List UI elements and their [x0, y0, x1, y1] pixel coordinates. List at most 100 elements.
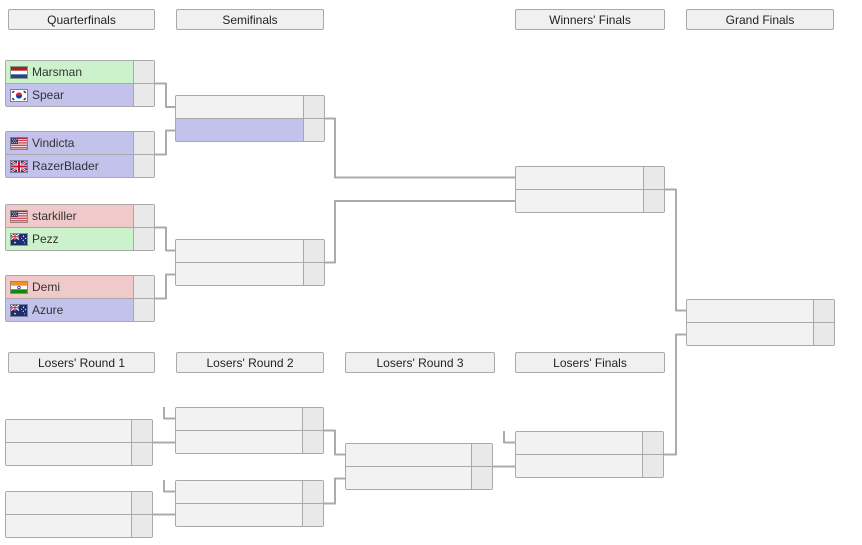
slot-empty [516, 454, 663, 477]
slot-empty [516, 167, 664, 189]
score-cell [813, 300, 834, 322]
slot-pezz[interactable]: Pezz [6, 227, 154, 250]
player-name: Marsman [32, 65, 83, 79]
slot-vindicta[interactable]: Vindicta [6, 132, 154, 154]
connector-winners-finals-to-grand-finals [665, 188, 686, 312]
match-winners-finals [515, 166, 665, 213]
match-losers-round1-1 [5, 419, 153, 466]
slot-empty [6, 492, 152, 514]
player-name: Spear [32, 88, 65, 102]
score-cell [131, 515, 152, 537]
flag-india-icon [11, 281, 27, 293]
connector-lr2m1-to-lr3 [324, 429, 345, 456]
connector-qf2-to-sf1 [155, 129, 175, 156]
slot-empty [516, 189, 664, 212]
slot-spear[interactable]: Spear [6, 83, 154, 106]
slot-empty [176, 503, 323, 526]
player-name: Demi [32, 280, 61, 294]
slot-empty [176, 481, 323, 503]
slot-razerblader[interactable]: RazerBlader [6, 154, 154, 177]
round-header-grand-finals: Grand Finals [686, 9, 834, 30]
flag-australia-icon [11, 233, 27, 245]
round-header-losers-finals: Losers' Finals [515, 352, 665, 373]
match-losers-finals [515, 431, 664, 478]
slot-empty [346, 444, 492, 466]
round-header-winners-finals: Winners' Finals [515, 9, 665, 30]
slot-empty [176, 262, 324, 285]
score-cell [133, 228, 154, 250]
connector-losers-finals-to-grand-finals [664, 333, 686, 456]
slot-empty [346, 466, 492, 489]
player-name: Azure [32, 303, 64, 317]
score-cell [133, 205, 154, 227]
score-cell [302, 504, 323, 526]
slot-empty [687, 322, 834, 345]
match-losers-round1-2 [5, 491, 153, 538]
score-cell [303, 96, 324, 118]
score-cell [133, 84, 154, 106]
round-header-quarterfinals: Quarterfinals [8, 9, 155, 30]
connector-loser-drop-lr2m1 [163, 407, 175, 420]
match-losers-round2-1 [175, 407, 324, 454]
score-cell [303, 240, 324, 262]
connector-lr2m2-to-lr3 [324, 477, 345, 505]
connector-sf1-to-winners-finals [325, 117, 515, 179]
match-quarterfinal-1: Marsman Spear [5, 60, 155, 107]
slot-azure[interactable]: Azure [6, 298, 154, 321]
score-cell [133, 155, 154, 177]
score-cell [471, 444, 492, 466]
match-quarterfinal-2: Vindicta RazerBlader [5, 131, 155, 178]
score-cell [643, 167, 664, 189]
match-quarterfinal-4: Demi Azure [5, 275, 155, 322]
slot-empty [687, 300, 834, 322]
score-cell [302, 431, 323, 453]
match-quarterfinal-3: starkiller Pezz [5, 204, 155, 251]
flag-united-states-icon [11, 137, 27, 149]
slot-empty [516, 432, 663, 454]
score-cell [471, 467, 492, 489]
flag-australia-icon [11, 304, 27, 316]
slot-starkiller[interactable]: starkiller [6, 205, 154, 227]
flag-united-kingdom-icon [11, 160, 27, 172]
score-cell [813, 323, 834, 345]
round-header-losers-round-1: Losers' Round 1 [8, 352, 155, 373]
player-name: starkiller [32, 209, 77, 223]
score-cell [642, 455, 663, 477]
connector-sf2-to-winners-finals [325, 200, 515, 264]
score-cell [302, 481, 323, 503]
slot-empty [6, 420, 152, 442]
score-cell [642, 432, 663, 454]
player-name: Vindicta [32, 136, 75, 150]
slot-empty [176, 240, 324, 262]
connector-qf1-to-sf1 [155, 82, 175, 108]
slot-marsman[interactable]: Marsman [6, 61, 154, 83]
connector-loser-drop-lr2m2 [163, 480, 175, 493]
flag-netherlands-icon [11, 66, 27, 78]
slot-empty [176, 408, 323, 430]
flag-united-states-icon [11, 210, 27, 222]
score-cell [131, 443, 152, 465]
score-cell [133, 132, 154, 154]
round-header-losers-round-3: Losers' Round 3 [345, 352, 495, 373]
score-cell [133, 299, 154, 321]
slot-empty [176, 430, 323, 453]
score-cell [133, 61, 154, 83]
slot-pending-advancer [176, 118, 324, 141]
score-cell [303, 263, 324, 285]
match-grand-finals [686, 299, 835, 346]
score-cell [131, 492, 152, 514]
score-cell [133, 276, 154, 298]
connector-loser-drop-losers-finals [503, 431, 515, 444]
slot-empty [6, 514, 152, 537]
slot-empty [176, 96, 324, 118]
connector-qf4-to-sf2 [155, 273, 175, 300]
flag-south-korea-icon [11, 89, 27, 101]
score-cell [303, 119, 324, 141]
connector-qf3-to-sf2 [155, 226, 175, 252]
match-losers-round3 [345, 443, 493, 490]
score-cell [131, 420, 152, 442]
slot-demi[interactable]: Demi [6, 276, 154, 298]
round-header-losers-round-2: Losers' Round 2 [176, 352, 324, 373]
score-cell [643, 190, 664, 212]
